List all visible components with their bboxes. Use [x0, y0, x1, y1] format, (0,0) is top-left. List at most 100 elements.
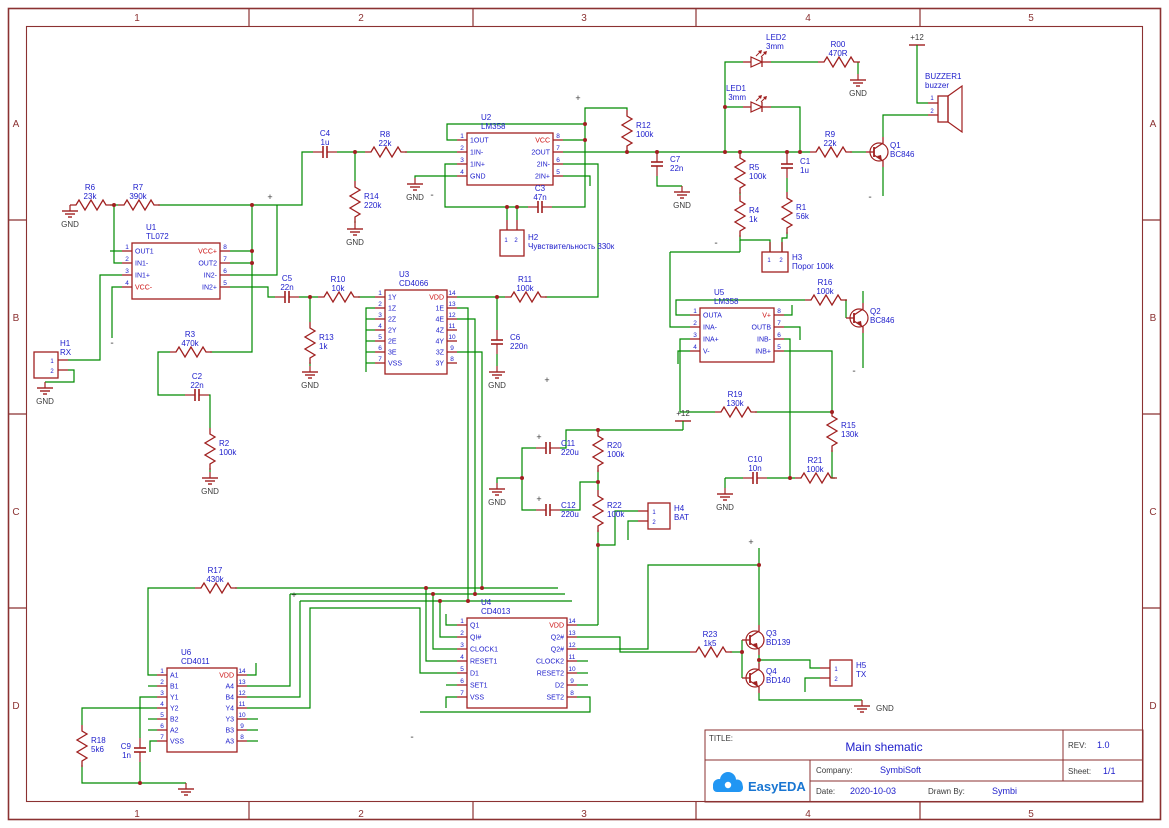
wire[interactable] [656, 176, 682, 187]
wire[interactable] [882, 114, 928, 137]
wire[interactable] [210, 205, 253, 353]
wire[interactable] [230, 286, 275, 298]
wire[interactable] [758, 693, 862, 701]
ic-U4[interactable]: 1Q12QI#3CLOCK14RESET15D16SET17VSS14VDD13… [457, 598, 577, 709]
wire[interactable] [432, 594, 457, 650]
wire[interactable] [45, 369, 75, 383]
wire[interactable] [496, 477, 522, 483]
wire[interactable] [552, 107, 628, 208]
wire[interactable] [139, 696, 157, 738]
wire[interactable] [81, 707, 157, 725]
wire[interactable] [444, 163, 528, 208]
wire[interactable] [247, 607, 457, 709]
wire[interactable] [781, 232, 788, 252]
wire[interactable] [81, 765, 186, 784]
ic-U6[interactable]: 1A12B13Y14Y25B26A27VSS14VDD13A412B411Y41… [157, 648, 247, 753]
wire[interactable] [111, 286, 122, 338]
wire[interactable] [209, 394, 211, 428]
wire[interactable] [916, 54, 928, 104]
wire[interactable] [247, 594, 291, 687]
ic-U2[interactable]: 11OUT21IN-31IN+4GND8VCC72OUT62IN-52IN+U2… [457, 113, 563, 186]
wire[interactable] [784, 326, 801, 340]
wire[interactable] [759, 659, 820, 669]
wire[interactable] [457, 307, 469, 601]
ic-U1[interactable]: 1OUT12IN1-3IN1+4VCC-8VCC+7OUT26IN2-5IN2+… [122, 223, 230, 300]
wire[interactable] [457, 318, 476, 594]
wire[interactable] [577, 564, 759, 650]
wire[interactable] [831, 450, 835, 479]
wire[interactable] [445, 614, 457, 626]
wire[interactable] [675, 299, 805, 316]
wire[interactable] [560, 429, 683, 449]
wire[interactable] [365, 307, 375, 372]
wire[interactable] [845, 299, 847, 318]
wire[interactable] [739, 235, 771, 252]
wire[interactable] [446, 123, 585, 141]
wire[interactable] [414, 175, 457, 178]
wire[interactable] [784, 350, 833, 410]
wire[interactable] [784, 305, 793, 316]
wire[interactable] [545, 163, 599, 298]
wire[interactable] [563, 175, 591, 186]
wire[interactable] [457, 351, 483, 588]
wire[interactable] [420, 696, 591, 713]
wire[interactable] [252, 151, 313, 206]
wire[interactable] [157, 351, 185, 396]
wire[interactable] [247, 663, 257, 676]
wire[interactable] [627, 520, 638, 540]
wire[interactable] [68, 274, 122, 361]
wire[interactable] [560, 481, 598, 511]
wire[interactable] [521, 447, 536, 511]
wire[interactable] [149, 740, 157, 752]
wire[interactable] [445, 696, 457, 708]
wire[interactable] [804, 677, 820, 692]
wire[interactable] [577, 636, 690, 653]
wire[interactable] [113, 205, 122, 264]
ic-U3[interactable]: 11Y21Z32Z42Y52E63E7VSS14VDD131E124E114Z1… [375, 270, 457, 375]
wire[interactable] [247, 601, 301, 698]
ic-U5[interactable]: 1OUTA2INA-3INA+4V-8V+7OUTB6INB-5INB+U5LM… [690, 288, 784, 363]
